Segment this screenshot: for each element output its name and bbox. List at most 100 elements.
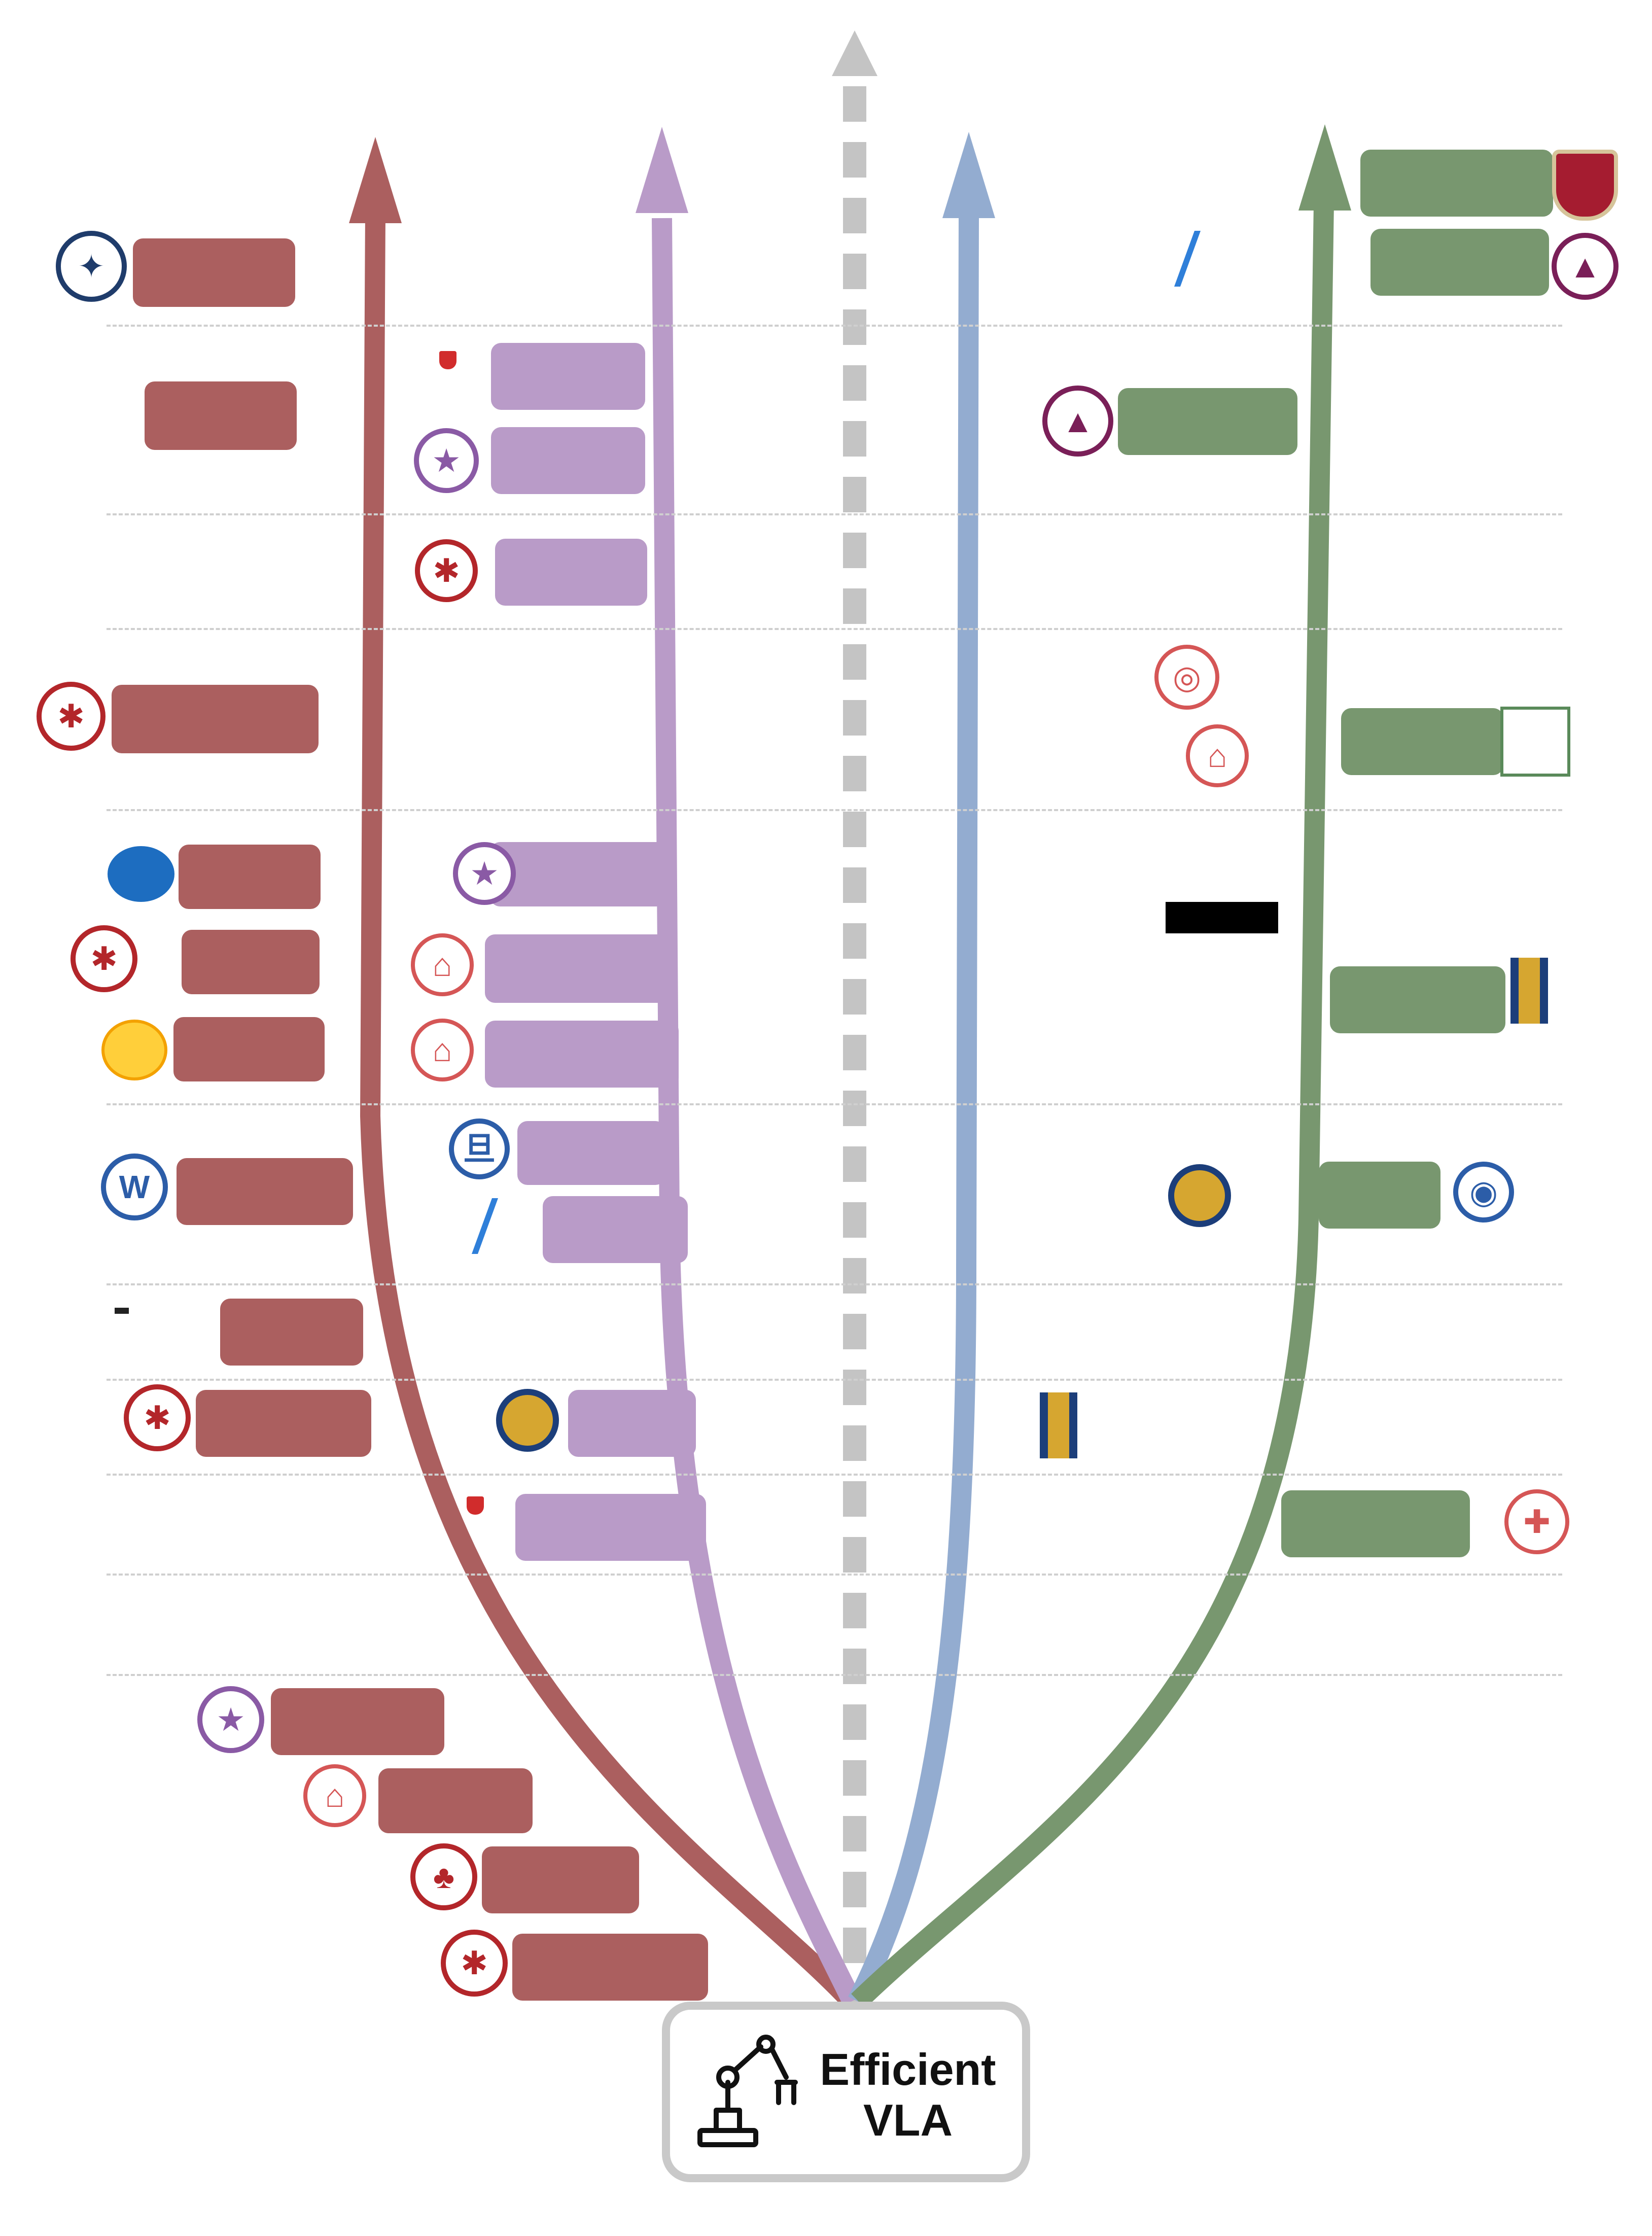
- berkeley-logo-icon: [496, 1389, 559, 1452]
- branch-generation-arrow: [848, 218, 979, 2006]
- fudan-logo-icon: 旦: [449, 1119, 510, 1179]
- method-box-pipeline-5: [1319, 1162, 1440, 1229]
- timeline-dash: [843, 812, 866, 847]
- sjtu-logo-icon-glyph: ⌂: [1207, 738, 1227, 774]
- timeline-dash: [843, 1202, 866, 1238]
- pku-logo-icon-glyph: ✱: [461, 1945, 488, 1981]
- method-box-generation-0: [1024, 228, 1178, 295]
- timeline-dash: [843, 1481, 866, 1517]
- gridline-8: [107, 1574, 1562, 1576]
- sjtu-logo-icon: ⌂: [411, 933, 474, 996]
- timeline-dash: [843, 477, 866, 512]
- method-box-generation-6: [1091, 1392, 1233, 1459]
- method-box-architecture-5: [173, 1017, 325, 1081]
- nankai-logo-icon-glyph: ▲: [1062, 403, 1094, 439]
- method-box-pipeline-4: [1330, 966, 1505, 1033]
- pku-logo-icon: ✱: [71, 925, 137, 992]
- branch-architecture-arrowhead: [349, 137, 402, 223]
- oxford-logo-icon-glyph: ✦: [78, 248, 105, 285]
- timeline-dash: [843, 1370, 866, 1405]
- hkust-logo-icon: [1040, 1392, 1077, 1458]
- method-box-generation-5: [1003, 1164, 1167, 1231]
- branch-pipeline-arrowhead: [1298, 124, 1351, 211]
- method-box-architecture-4: [182, 930, 320, 994]
- timeline-arrowhead: [832, 30, 877, 76]
- tsinghua-logo-icon: ★: [453, 842, 516, 905]
- timeline-dash: [843, 365, 866, 401]
- bnu-logo-icon-glyph: ♣: [433, 1859, 454, 1895]
- timeline-dash: [843, 1593, 866, 1628]
- branch-perception-arrowhead: [636, 127, 688, 213]
- gridline-0: [107, 325, 1562, 327]
- bnu-logo-icon: ♣: [410, 1843, 477, 1910]
- sjtu-logo-icon: ⌂: [411, 1019, 474, 1081]
- stanford-logo-icon: ✚: [1504, 1489, 1569, 1554]
- timeline-dash: [843, 533, 866, 568]
- pku-logo-icon-glyph: ✱: [433, 552, 460, 589]
- harvard-logo-icon: [1552, 150, 1618, 221]
- nankai-logo-icon: ▲: [1552, 233, 1619, 300]
- sjtu-logo-icon-glyph: ⌂: [432, 1032, 452, 1068]
- method-box-architecture-12: [512, 1934, 708, 2001]
- timeline-dash: [843, 142, 866, 178]
- nankai-logo-icon: ▲: [1042, 386, 1113, 457]
- timeline-dash: [843, 1146, 866, 1182]
- gridline-4: [107, 1103, 1562, 1105]
- timeline-dash: [843, 700, 866, 736]
- timeline-dash: [843, 1537, 866, 1573]
- method-box-perception-8: [568, 1390, 696, 1457]
- berkeley-logo-icon: [1168, 1164, 1231, 1227]
- nankai-logo-icon-glyph: ▲: [1569, 248, 1601, 285]
- sydney-shield-icon: [467, 1496, 484, 1515]
- method-box-perception-4: [485, 934, 674, 1003]
- method-box-architecture-11: [482, 1846, 639, 1913]
- pku-logo-icon: ✱: [441, 1930, 508, 1997]
- timeline-dash: [843, 644, 866, 680]
- tsinghua-logo-icon-glyph: ★: [470, 855, 499, 892]
- branch-pipeline-arrow: [851, 202, 1334, 2009]
- oxford-logo-icon: ✦: [56, 231, 127, 302]
- method-box-perception-1: [491, 427, 645, 494]
- method-box-architecture-8: [196, 1390, 371, 1457]
- pku-logo-icon: ✱: [415, 539, 478, 602]
- buaa-logo-icon: ◉: [1453, 1162, 1514, 1222]
- method-box-perception-7: [543, 1196, 688, 1263]
- gridline-3: [107, 809, 1562, 811]
- method-box-perception-6: [517, 1121, 665, 1185]
- method-box-generation-1: [1007, 644, 1148, 711]
- method-box-perception-2: [495, 539, 647, 606]
- method-box-pipeline-3: [1341, 708, 1503, 775]
- macau-logo-icon: [1500, 707, 1570, 777]
- method-box-generation-3: [1009, 885, 1162, 954]
- root-title: Efficient VLA: [820, 2044, 996, 2145]
- gridline-2: [107, 628, 1562, 630]
- gridline-7: [107, 1474, 1562, 1476]
- pku-logo-icon-glyph: ✱: [90, 940, 118, 977]
- ucl-logo-icon: [1166, 902, 1278, 933]
- method-box-architecture-0: [133, 238, 295, 307]
- branch-architecture-arrow: [360, 213, 859, 2008]
- sjtu-logo-icon-glyph: ⌂: [325, 1777, 345, 1814]
- timeline-dash: [843, 421, 866, 457]
- fudan-logo-icon-glyph: 旦: [463, 1131, 496, 1167]
- huggingface-logo-icon: [101, 1020, 167, 1080]
- method-box-generation-4: [1009, 984, 1149, 1051]
- stanford-logo-icon-glyph: ✚: [1523, 1504, 1551, 1540]
- timeline-dash: [843, 1035, 866, 1070]
- method-box-architecture-2: [112, 685, 319, 753]
- timeline-dash: [843, 254, 866, 289]
- timeline-dash: [843, 756, 866, 791]
- method-box-perception-9: [515, 1494, 706, 1561]
- method-box-perception-0: [491, 343, 645, 410]
- timeline-dash: [843, 198, 866, 233]
- branch-perception-arrow: [652, 218, 861, 2006]
- method-box-pipeline-0: [1360, 150, 1553, 217]
- timeline-dash: [843, 923, 866, 959]
- timeline-dash: [843, 1872, 866, 1907]
- pku-logo-icon: ✱: [124, 1384, 191, 1451]
- gridline-1: [107, 513, 1562, 515]
- timeline-dash: [843, 1760, 866, 1796]
- robot-arm-icon: [690, 2034, 801, 2151]
- neu-logo-icon-glyph: ◎: [1173, 659, 1201, 695]
